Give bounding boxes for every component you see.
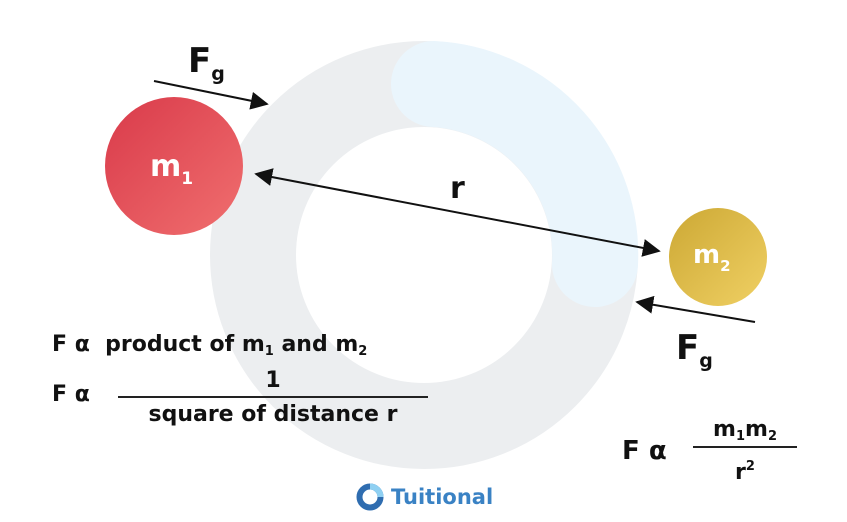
eq3-sub-b: 2 bbox=[767, 429, 777, 444]
eq1-text-b: and m bbox=[273, 332, 359, 357]
eq2-fraction-bar bbox=[118, 396, 428, 398]
eq3-sub-a: 1 bbox=[735, 429, 745, 444]
eq3-den-base: r bbox=[735, 460, 746, 485]
eq2-numerator: 1 bbox=[265, 368, 281, 393]
distance-arrow bbox=[254, 168, 661, 257]
brand-logo: Tuitional bbox=[355, 481, 493, 513]
mass-1-circle bbox=[105, 97, 243, 235]
eq3-fraction-bar bbox=[693, 446, 797, 448]
eq2-prefix: F α bbox=[52, 382, 90, 407]
eq3-den-sup: 2 bbox=[745, 459, 755, 474]
equation-combined-fraction: m1m2 r2 bbox=[693, 414, 797, 485]
force-label-left: Fg bbox=[188, 41, 225, 85]
distance-label: r bbox=[450, 171, 465, 206]
eq3-prefix: F α bbox=[622, 436, 667, 466]
force-arrow-right bbox=[635, 295, 756, 323]
eq3-denominator: r2 bbox=[693, 448, 797, 485]
eq3-num-b: m bbox=[745, 417, 768, 442]
equation-inverse-square-fraction: 1 square of distance r bbox=[118, 366, 428, 430]
eq1-sub-b: 2 bbox=[358, 344, 368, 359]
eq1-prefix: F α bbox=[52, 332, 90, 357]
mass-2-label: m2 bbox=[693, 240, 731, 275]
mass-2-circle bbox=[669, 208, 767, 306]
force-label-right: Fg bbox=[676, 328, 713, 372]
force-arrow-left bbox=[153, 80, 269, 110]
mass-1-label: m1 bbox=[150, 149, 193, 189]
eq1-sub-a: 1 bbox=[264, 344, 274, 359]
eq3-numerator: m1m2 bbox=[693, 414, 797, 446]
eq2-denominator: square of distance r bbox=[148, 402, 398, 427]
tuitional-logo-icon bbox=[356, 483, 384, 511]
eq3-num-a: m bbox=[713, 417, 736, 442]
eq1-text-a: product of m bbox=[105, 332, 265, 357]
equation-product: F α product of m1 and m2 bbox=[52, 332, 367, 359]
brand-name: Tuitional bbox=[391, 485, 494, 509]
